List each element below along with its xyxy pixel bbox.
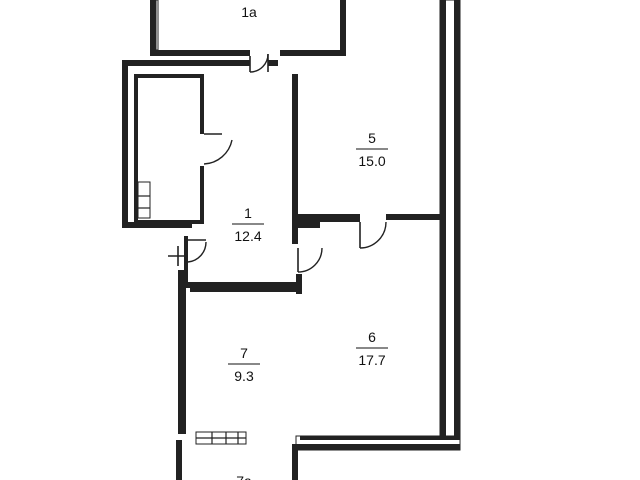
room-area: 12.4: [234, 228, 261, 244]
room-number: 7a: [236, 473, 252, 480]
room-number: 6: [368, 329, 376, 345]
room-label-5: 5 15.0: [356, 130, 388, 169]
room-label-7: 7 9.3: [228, 345, 260, 384]
walls: [122, 0, 461, 480]
room-area: 17.7: [358, 352, 385, 368]
room-area: 9.3: [234, 368, 254, 384]
room-label-6: 6 17.7: [356, 329, 388, 368]
stair-marks: [196, 432, 246, 444]
room-number: 1: [244, 205, 252, 221]
room-label-1a: 1a: [241, 4, 257, 20]
room-number: 7: [240, 345, 248, 361]
room-area: 15.0: [358, 153, 385, 169]
room-number: 1a: [241, 4, 257, 20]
doors: [168, 53, 387, 273]
room-number: 5: [368, 130, 376, 146]
room-label-1: 1 12.4: [232, 205, 264, 244]
room-label-7a: 7a: [236, 473, 252, 480]
kitchen-fixture: [137, 181, 151, 219]
